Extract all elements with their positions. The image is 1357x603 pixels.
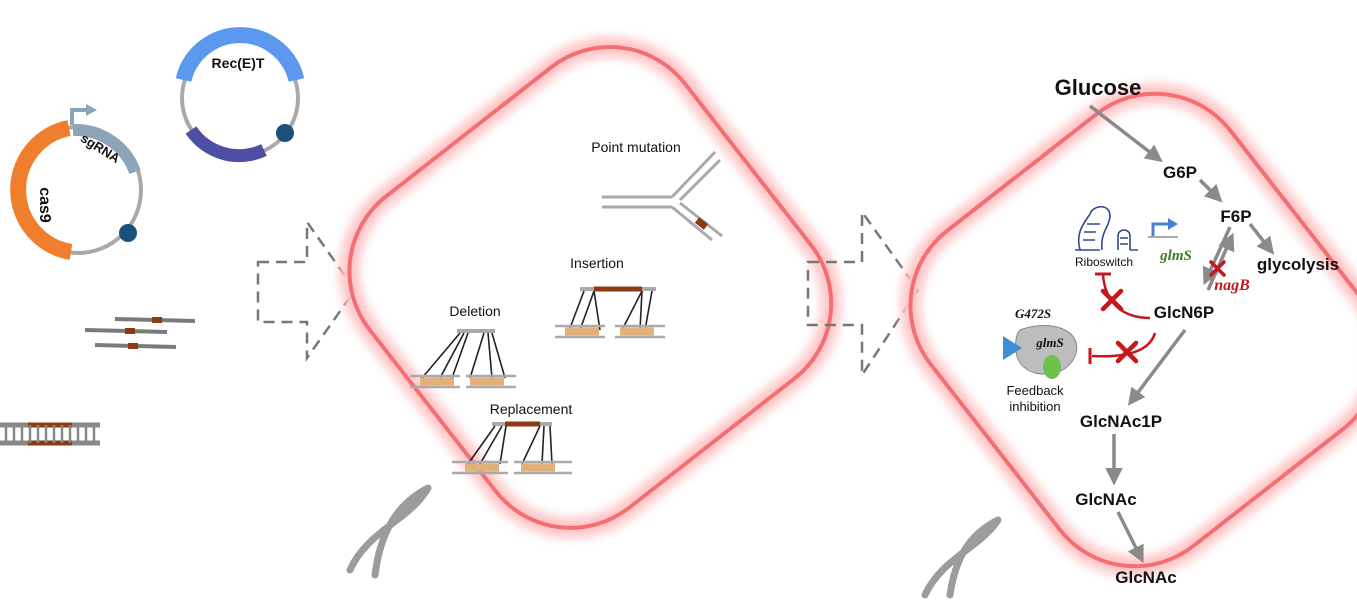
plasmid-insert-segment xyxy=(185,126,267,163)
feedback-label-line1: Feedback xyxy=(1006,383,1064,398)
riboswitch-label: Riboswitch xyxy=(1075,255,1133,269)
editing-cell-panel: Point mutation Insertion Deletion xyxy=(339,36,842,579)
origin-dot xyxy=(119,224,137,242)
glucose-label: Glucose xyxy=(1055,75,1142,100)
recet-gene xyxy=(175,27,305,83)
glycolysis-label: glycolysis xyxy=(1257,255,1339,274)
pathway-arrows xyxy=(1088,104,1275,564)
flagellum xyxy=(921,516,1002,599)
replacement-label: Replacement xyxy=(490,401,573,417)
glms-enzyme-icon xyxy=(1003,325,1078,379)
glcnac-intracellular-label: GlcNAc xyxy=(1075,490,1136,509)
pathway-cell-panel: Glucose G6P F6P glycolysis GlcN6P GlcNAc… xyxy=(900,75,1357,599)
cell-membrane xyxy=(339,36,842,538)
insertion-label: Insertion xyxy=(570,255,624,271)
glcn6p-label: GlcN6P xyxy=(1154,303,1214,322)
blocked-cross-icon xyxy=(1115,340,1139,364)
riboswitch-icon xyxy=(1075,205,1138,251)
sgrna-gene xyxy=(72,123,141,175)
nagb-knockout-cross-icon xyxy=(1209,260,1226,277)
f6p-label: F6P xyxy=(1220,207,1251,226)
recet-label: Rec(E)T xyxy=(212,55,265,71)
step-arrow-2 xyxy=(806,208,920,380)
glms-enzyme-label: glmS xyxy=(1035,335,1063,350)
glms-gene-label: glmS xyxy=(1159,248,1192,264)
glcnac-extracellular-label: GlcNAc xyxy=(1115,568,1176,587)
feedback-label-line2: inhibition xyxy=(1009,399,1060,414)
glcnac1p-label: GlcNAc1P xyxy=(1080,412,1162,431)
replacement-diagram xyxy=(452,421,572,475)
point-mutation-diagram xyxy=(602,150,723,242)
dsdna-donor xyxy=(0,422,100,446)
g472s-mutation-label: G472S xyxy=(1015,306,1051,321)
feedback-inhibition-line xyxy=(1091,332,1157,358)
promoter-arrow-icon xyxy=(70,108,88,125)
g6p-label: G6P xyxy=(1163,163,1197,182)
promoter-arrow-icon xyxy=(1151,222,1170,237)
step-arrow-1 xyxy=(256,218,357,362)
cas9-gene xyxy=(10,120,73,260)
origin-dot xyxy=(276,124,294,142)
flagellum xyxy=(346,484,432,579)
cell-membrane xyxy=(900,83,1357,577)
cas9-label: cas9 xyxy=(36,187,53,223)
insertion-diagram xyxy=(555,286,665,339)
plasmids-panel: Rec(E)T sgRNA cas9 xyxy=(0,27,305,446)
deletion-diagram xyxy=(410,329,516,389)
recet-plasmid: Rec(E)T xyxy=(175,27,305,163)
blocked-cross-icon xyxy=(1100,288,1124,312)
cas9-plasmid: sgRNA cas9 xyxy=(10,104,143,260)
point-mutation-label: Point mutation xyxy=(591,139,681,155)
nagb-label: nagB xyxy=(1214,277,1250,294)
ssdna-donors xyxy=(84,317,196,349)
deletion-label: Deletion xyxy=(449,303,500,319)
